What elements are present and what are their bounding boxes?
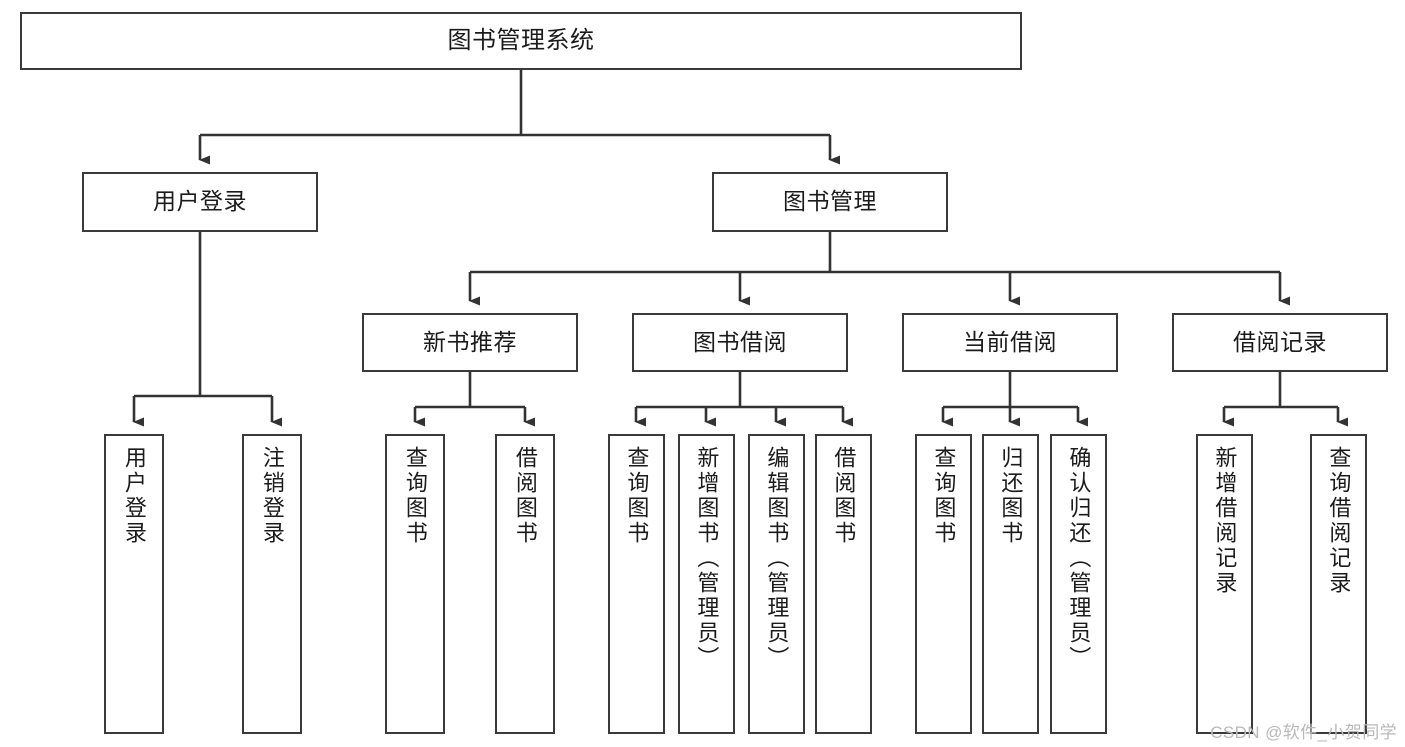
leaf-new-book-query[interactable]: 查询图书: [385, 434, 445, 734]
leaf-book-borrow-add-admin[interactable]: 新增图书（管理员）: [678, 434, 735, 734]
node-label: 编辑图书（管理员）: [764, 446, 790, 671]
node-label: 图书管理系统: [447, 26, 595, 54]
node-label: 当前借阅: [963, 328, 1057, 355]
leaf-book-borrow-borrow[interactable]: 借阅图书: [815, 434, 872, 734]
leaf-new-book-borrow[interactable]: 借阅图书: [495, 434, 555, 734]
node-label: 归还图书: [998, 446, 1024, 546]
leaf-borrow-record-query[interactable]: 查询借阅记录: [1310, 434, 1367, 734]
node-label: 借阅记录: [1233, 328, 1327, 355]
node-label: 新增图书（管理员）: [694, 446, 720, 671]
node-label: 新书推荐: [423, 328, 517, 355]
node-new-book-recommend[interactable]: 新书推荐: [362, 313, 578, 372]
node-label: 查询图书: [931, 446, 957, 546]
csdn-watermark: CSDN @软件_小贺同学: [1210, 723, 1397, 742]
node-book-management[interactable]: 图书管理: [712, 172, 948, 232]
node-label: 新增借阅记录: [1212, 446, 1238, 596]
leaf-user-login-login[interactable]: 用户登录: [104, 434, 164, 734]
node-label: 查询借阅记录: [1326, 446, 1352, 596]
node-user-login[interactable]: 用户登录: [82, 172, 318, 232]
leaf-book-borrow-edit-admin[interactable]: 编辑图书（管理员）: [748, 434, 805, 734]
node-label: 查询图书: [402, 446, 428, 546]
leaf-book-borrow-query[interactable]: 查询图书: [608, 434, 665, 734]
leaf-user-login-logout[interactable]: 注销登录: [242, 434, 302, 734]
node-label: 注销登录: [259, 446, 285, 546]
node-book-borrow[interactable]: 图书借阅: [632, 313, 848, 372]
node-label: 借阅图书: [831, 446, 857, 546]
node-label: 图书借阅: [693, 328, 787, 355]
node-label: 确认归还（管理员）: [1066, 446, 1092, 671]
leaf-current-borrow-confirm-admin[interactable]: 确认归还（管理员）: [1050, 434, 1107, 734]
node-current-borrow[interactable]: 当前借阅: [902, 313, 1118, 372]
node-label: 借阅图书: [512, 446, 538, 546]
node-root-book-management-system[interactable]: 图书管理系统: [20, 12, 1022, 70]
leaf-borrow-record-add[interactable]: 新增借阅记录: [1196, 434, 1253, 734]
node-label: 用户登录: [153, 188, 247, 215]
leaf-current-borrow-query[interactable]: 查询图书: [915, 434, 972, 734]
node-label: 查询图书: [624, 446, 650, 546]
node-label: 图书管理: [783, 188, 877, 215]
node-borrow-record[interactable]: 借阅记录: [1172, 313, 1388, 372]
leaf-current-borrow-return[interactable]: 归还图书: [982, 434, 1039, 734]
node-label: 用户登录: [121, 446, 147, 546]
